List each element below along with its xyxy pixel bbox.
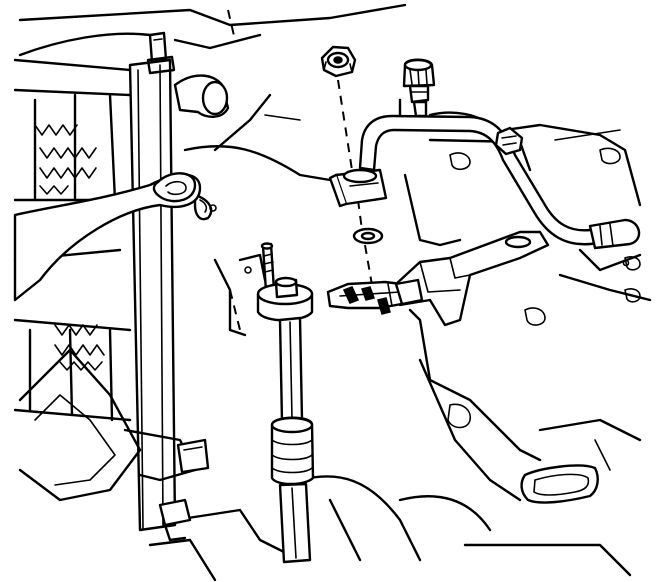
refrigerant-line-upper xyxy=(358,114,641,250)
pipe-icon xyxy=(358,114,604,246)
refrigerant-line-lower xyxy=(256,276,315,564)
pipe-clamp xyxy=(494,126,524,156)
radiator-fins-upper xyxy=(34,124,97,195)
background-body-panels xyxy=(18,3,652,582)
radiator-support-brace xyxy=(13,172,202,302)
retaining-clip xyxy=(326,278,424,315)
exploded-guide-lines xyxy=(337,79,373,286)
bracket-hole xyxy=(504,235,532,249)
radiator-tank xyxy=(128,58,177,532)
service-port-cap xyxy=(402,58,436,118)
inlet-hose xyxy=(173,74,230,118)
radiator xyxy=(13,58,197,542)
brace-slot xyxy=(152,172,197,203)
washer xyxy=(352,227,384,245)
line-fitting-block xyxy=(328,168,388,208)
frame-opening xyxy=(520,464,599,504)
radiator-grommet xyxy=(176,438,210,474)
hex-nut xyxy=(320,45,357,78)
mounting-bracket xyxy=(393,230,550,327)
radiator-fins-lower xyxy=(54,324,105,371)
mounting-stud xyxy=(260,242,276,293)
detail-bolts xyxy=(209,204,630,274)
pipe-end-fitting xyxy=(588,218,641,250)
radiator-cap-stud xyxy=(146,31,176,75)
